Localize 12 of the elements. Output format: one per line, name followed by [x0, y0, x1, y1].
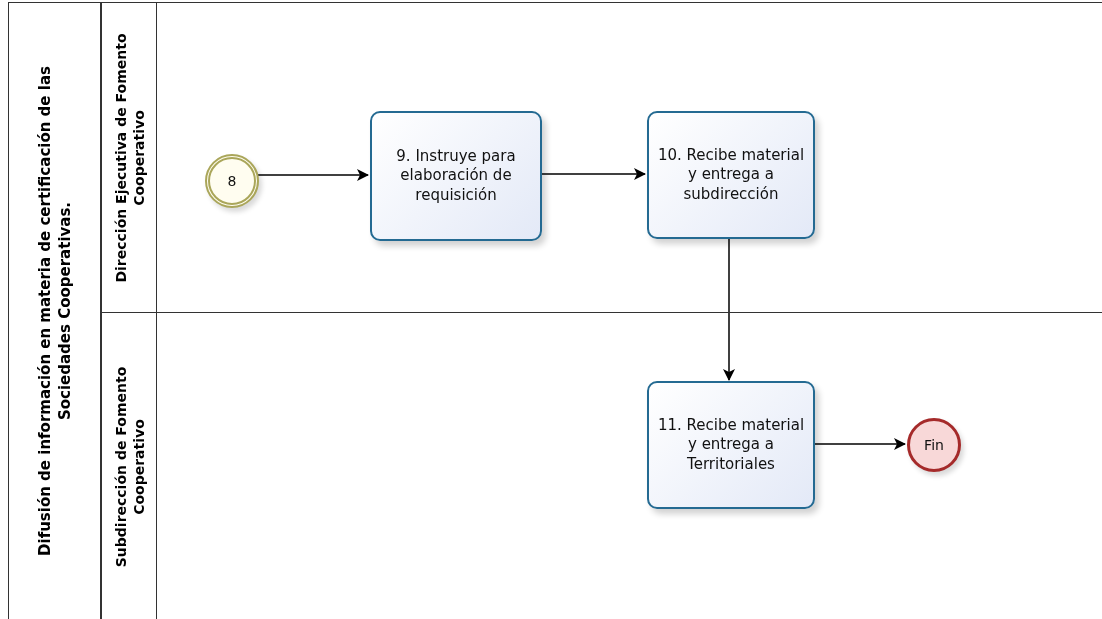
lane-title: Dirección Ejecutiva de Fomento Cooperativo [111, 31, 148, 285]
end-event-circle: Fin [907, 418, 961, 472]
arrow [256, 169, 369, 181]
arrow [723, 237, 735, 381]
task-box: 10. Recibe material y entrega a subdirección [647, 111, 815, 239]
task-box: 11. Recibe material y entrega a Territoriales [647, 381, 815, 509]
task-box: 9. Instruye para elaboración de requisición [370, 111, 542, 241]
pool [8, 2, 1102, 619]
swimlane [101, 3, 1102, 313]
lane-title: Subdirección de Fomento Cooperativo [111, 365, 148, 569]
start-event-circle: 8 [205, 154, 259, 208]
pool-title: Difusión de información en materia de certificación de las Sociedades Cooperativas. [35, 65, 74, 558]
